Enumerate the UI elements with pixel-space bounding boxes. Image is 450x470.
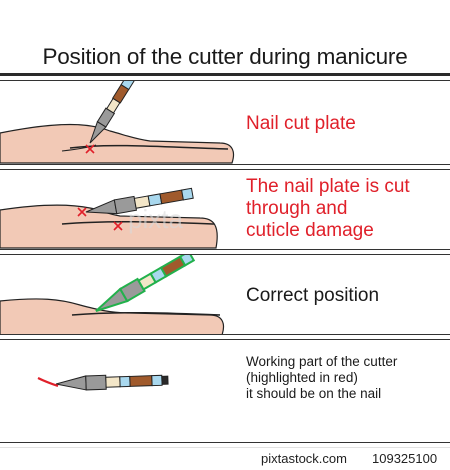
label-line: (highlighted in red) (246, 370, 358, 385)
nail-line (61, 220, 215, 225)
x-mark (85, 144, 95, 154)
cutter-tool (55, 374, 169, 391)
label-working-part: Working part of the cutter (highlighted … (246, 354, 397, 402)
nail-line (69, 144, 229, 150)
panel-nail-cut-plate: Nail cut plate (0, 80, 450, 165)
panel-cuticle-damage: pixta The nail plate is cut through and … (0, 169, 450, 250)
illustration-working-part (37, 374, 169, 391)
label-line: The nail plate is cut (246, 176, 410, 197)
page-title: Position of the cutter during manicure (42, 44, 408, 69)
illustration-cuticle-damage: pixta (0, 187, 218, 249)
label-cuticle-damage: The nail plate is cut through and cuticl… (246, 176, 410, 242)
panel-working-part: Working part of the cutter (highlighted … (0, 339, 450, 443)
panel-correct-position: Correct position (0, 254, 450, 335)
stock-footer: pixtastock.com 109325100 (0, 447, 450, 470)
label-line: it should be on the nail (246, 386, 382, 401)
finger-shape (0, 298, 225, 334)
finger-shape (0, 123, 235, 164)
illustration-correct-position (0, 255, 225, 334)
x-mark (77, 207, 87, 217)
label-line: Working part of the cutter (246, 354, 398, 369)
cutter-tool (89, 81, 135, 144)
title-divider (0, 73, 450, 76)
watermark: pixta (128, 204, 183, 234)
working-part-highlight (37, 377, 59, 388)
cutter-tool (95, 255, 196, 312)
illustration-cut-plate (0, 81, 235, 164)
footer-id: 109325100 (372, 451, 438, 466)
nail-line (71, 311, 221, 316)
label-line: cuticle damage (246, 220, 374, 241)
label-correct-position: Correct position (246, 285, 380, 306)
label-line: through and (246, 198, 348, 219)
footer-site: pixtastock.com (261, 451, 347, 466)
x-mark (113, 221, 123, 231)
label-nail-cut-plate: Nail cut plate (246, 113, 356, 134)
cutter-tool (85, 187, 194, 215)
